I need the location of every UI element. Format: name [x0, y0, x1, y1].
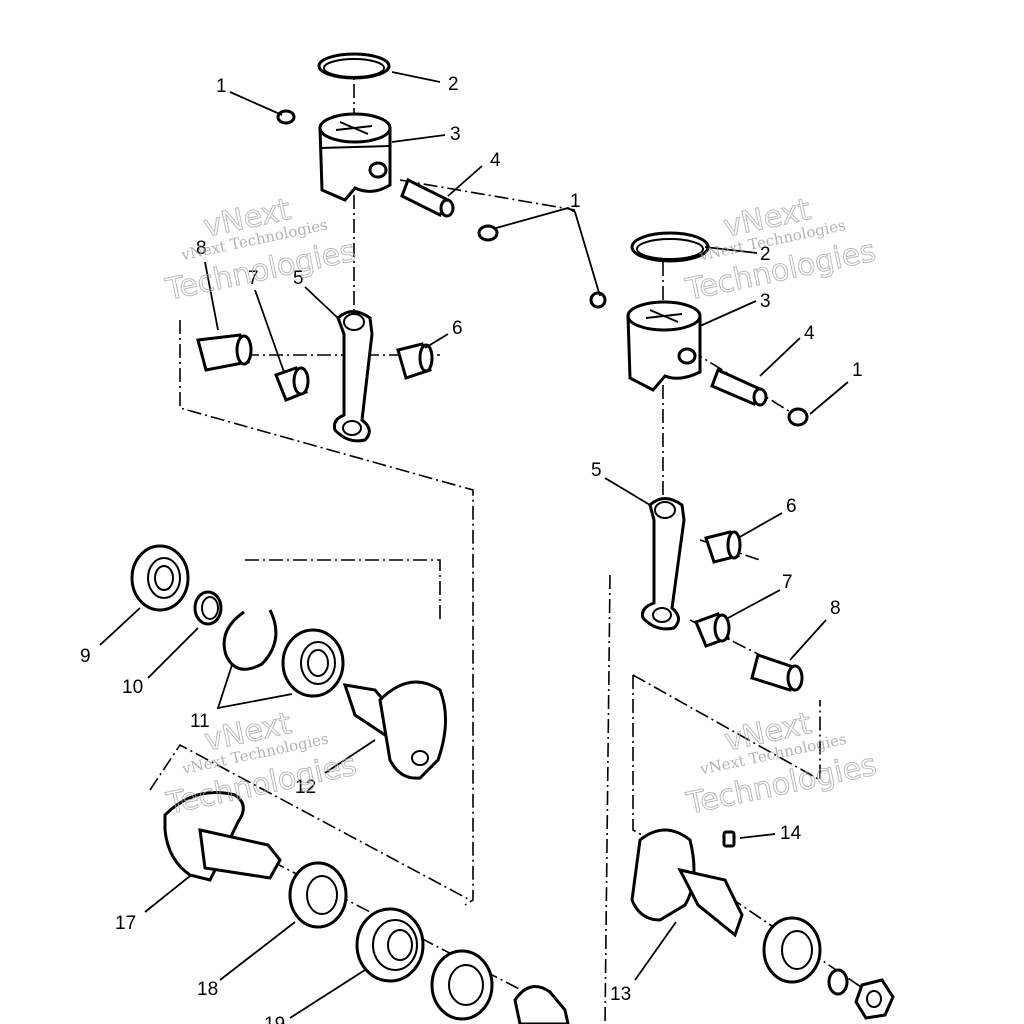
circlip-left-b — [477, 224, 499, 242]
callout-6: 6 — [786, 496, 797, 517]
nut-right — [854, 978, 895, 1020]
retaining-ring-11 — [222, 609, 278, 671]
callout-8: 8 — [830, 598, 841, 619]
needle-bearing-left-small — [396, 342, 434, 380]
seal-19 — [355, 907, 425, 983]
washer-right — [827, 968, 849, 996]
callout-7: 7 — [782, 572, 793, 593]
flywheel-hub — [513, 985, 570, 1024]
callout-13: 13 — [610, 984, 631, 1005]
callout-18: 18 — [197, 979, 218, 1000]
callout-8: 8 — [196, 238, 207, 259]
callout-3: 3 — [450, 124, 461, 145]
main-bearing-right — [762, 916, 822, 984]
main-bearing-11 — [281, 628, 345, 698]
needle-bearing-right-small — [704, 530, 742, 564]
piston-right — [626, 300, 702, 392]
circlip-right-b — [787, 407, 809, 427]
needle-bearing-left-big — [274, 366, 310, 402]
piston-left — [318, 112, 392, 202]
callout-1: 1 — [216, 76, 227, 97]
callout-4: 4 — [490, 150, 501, 171]
callout-5: 5 — [591, 460, 602, 481]
bearing-18 — [288, 861, 348, 929]
crankshaft-half-13 — [630, 828, 744, 938]
callout-10: 10 — [122, 677, 143, 698]
callout-12: 12 — [295, 777, 316, 798]
crank-pin-left — [196, 333, 253, 372]
callout-11: 11 — [190, 711, 210, 732]
piston-pin-left — [400, 177, 455, 218]
callout-14: 14 — [780, 823, 802, 844]
callout-5: 5 — [293, 268, 304, 289]
callout-1: 1 — [570, 191, 581, 212]
watermark-top-left: vNext vNext Technologies Technologies — [162, 192, 360, 309]
bearing-lower — [430, 949, 494, 1021]
main-bearing-9 — [130, 544, 190, 612]
crankshaft-half-17 — [163, 791, 282, 882]
piston-ring-left — [317, 52, 391, 80]
callout-7: 7 — [248, 268, 259, 289]
piston-pin-right — [710, 367, 768, 407]
callout-17: 17 — [115, 913, 136, 934]
snap-ring-10 — [193, 590, 223, 626]
needle-bearing-right-big — [694, 612, 731, 648]
crank-pin-right — [750, 653, 804, 692]
callout-9: 9 — [80, 646, 91, 667]
callout-labels: 1 2 3 4 1 8 7 5 6 2 3 4 1 5 6 7 8 9 10 1… — [80, 74, 863, 1024]
callout-4: 4 — [804, 323, 815, 344]
callout-19: 19 — [264, 1014, 285, 1024]
woodruff-key-14 — [722, 830, 736, 848]
crankshaft-half-12 — [342, 680, 448, 780]
callout-6: 6 — [452, 318, 463, 339]
callout-3: 3 — [760, 291, 771, 312]
watermark-bottom-left: vNext vNext Technologies Technologies — [162, 706, 360, 823]
connecting-rod-right — [641, 497, 686, 631]
callout-2: 2 — [448, 74, 459, 95]
circlip-right-a — [589, 291, 607, 309]
circlip-left-a — [276, 109, 296, 125]
piston-ring-right — [630, 231, 710, 263]
connecting-rod-left — [332, 310, 374, 443]
callout-1: 1 — [852, 360, 863, 381]
callout-2: 2 — [760, 244, 771, 265]
leader-lines — [99, 71, 849, 1019]
